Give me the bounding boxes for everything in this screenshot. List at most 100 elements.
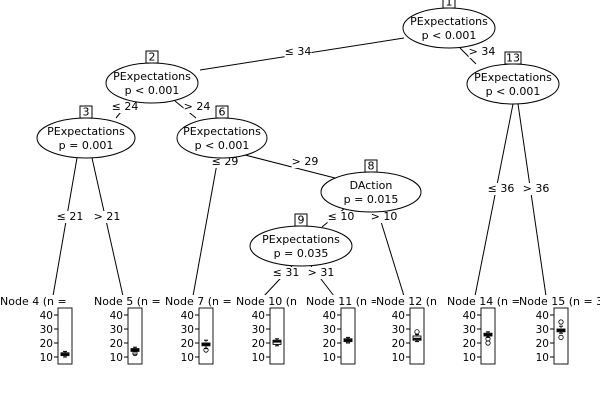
node-ellipse [36,117,136,159]
node-ellipse [105,62,199,104]
split-variable: PExpectations [410,15,488,28]
edge-13-15 [517,103,547,297]
node-id: 6 [219,106,226,119]
node-ellipse [176,117,268,159]
edge-label-2-3: ≤ 24 [112,100,139,113]
split-variable: PExpectations [262,233,340,246]
boxplot-frame [340,307,356,365]
y-tick-label: 40 [40,310,53,322]
header-bg [447,295,525,307]
node-ellipse [320,171,422,213]
boxplot-frame [198,307,214,365]
y-tick-label: 20 [463,338,476,350]
y-tick-label: 10 [252,352,265,364]
edge-label-9-11: > 31 [308,266,335,279]
y-tick-label: 10 [392,352,405,364]
y-tick-label: 20 [252,338,265,350]
y-tick-label: 20 [110,338,123,350]
split-variable: PExpectations [474,71,552,84]
edge-labels: ≤ 34> 34≤ 24> 24≤ 21> 21≤ 29> 29≤ 10> 10… [56,45,550,279]
edge-label-2-6: > 24 [184,100,211,113]
node-ellipse [249,225,353,267]
y-tick-label: 20 [181,338,194,350]
edge-8-12 [377,211,405,297]
edge-label-bg [487,183,515,195]
split-variable: DAction [350,179,393,192]
y-tick-label: 20 [323,338,336,350]
edge-label-bg [307,267,335,279]
boxplot-frame [57,307,73,365]
y-tick-label: 40 [181,310,194,322]
split-variable: PExpectations [183,125,261,138]
y-tick-label: 10 [181,352,194,364]
p-value: p < 0.001 [486,85,541,98]
edge-label-13-15: > 36 [523,182,550,195]
outlier-point [414,329,420,335]
node-id-box [145,50,159,64]
y-tick-label: 40 [392,310,405,322]
boxplot-frame [269,307,285,365]
terminal-header: Node 5 (n = [94,295,161,308]
terminal-header: Node 7 (n = [165,295,232,308]
edge-label-bg [183,101,211,113]
node-id-box [442,0,456,9]
edge-6-7 [192,157,219,297]
outlier-point [132,350,138,357]
node-id-box [364,159,378,173]
node-id: 3 [83,106,90,119]
y-tick-label: 10 [323,352,336,364]
outlier-point [345,338,351,344]
edge-label-bg [56,211,84,223]
terminal-header: Node 11 (n = [306,295,380,308]
terminal-header: Node 15 (n = 3 [519,295,600,308]
edge-label-1-13: > 34 [469,45,496,58]
p-value: p < 0.001 [195,139,250,152]
node-id: 9 [298,214,305,227]
edge-label-3-4: ≤ 21 [57,210,84,223]
header-bg [306,295,384,307]
edge-label-bg [111,101,139,113]
y-tick-label: 30 [392,324,405,336]
edge-label-bg [291,156,319,168]
edge-3-4 [52,157,78,297]
node-ellipse [402,7,496,49]
y-tick-label: 20 [536,338,549,350]
edge-label-8-12: > 10 [371,210,398,223]
y-tick-label: 30 [40,324,53,336]
node-id-box [215,105,229,119]
outlier-point [558,334,564,340]
node-id: 13 [506,52,520,65]
edge-13-14 [474,103,514,297]
node-id-box [79,105,93,119]
p-value: p = 0.035 [274,247,329,260]
edge-label-bg [211,156,239,168]
edge-label-6-8: > 29 [292,155,319,168]
split-variable: PExpectations [113,70,191,83]
terminal-header: Node 10 (n [236,295,297,308]
edge-label-bg [370,211,398,223]
terminal-header: Node 12 (n [376,295,437,308]
edge-label-8-9: ≤ 10 [328,210,355,223]
node-ellipse [466,63,560,105]
y-tick-label: 10 [463,352,476,364]
y-tick-label: 40 [110,310,123,322]
header-bg [165,295,237,307]
p-value: p < 0.001 [422,29,477,42]
edge-1-13 [459,47,477,65]
edge-6-8 [244,154,336,179]
